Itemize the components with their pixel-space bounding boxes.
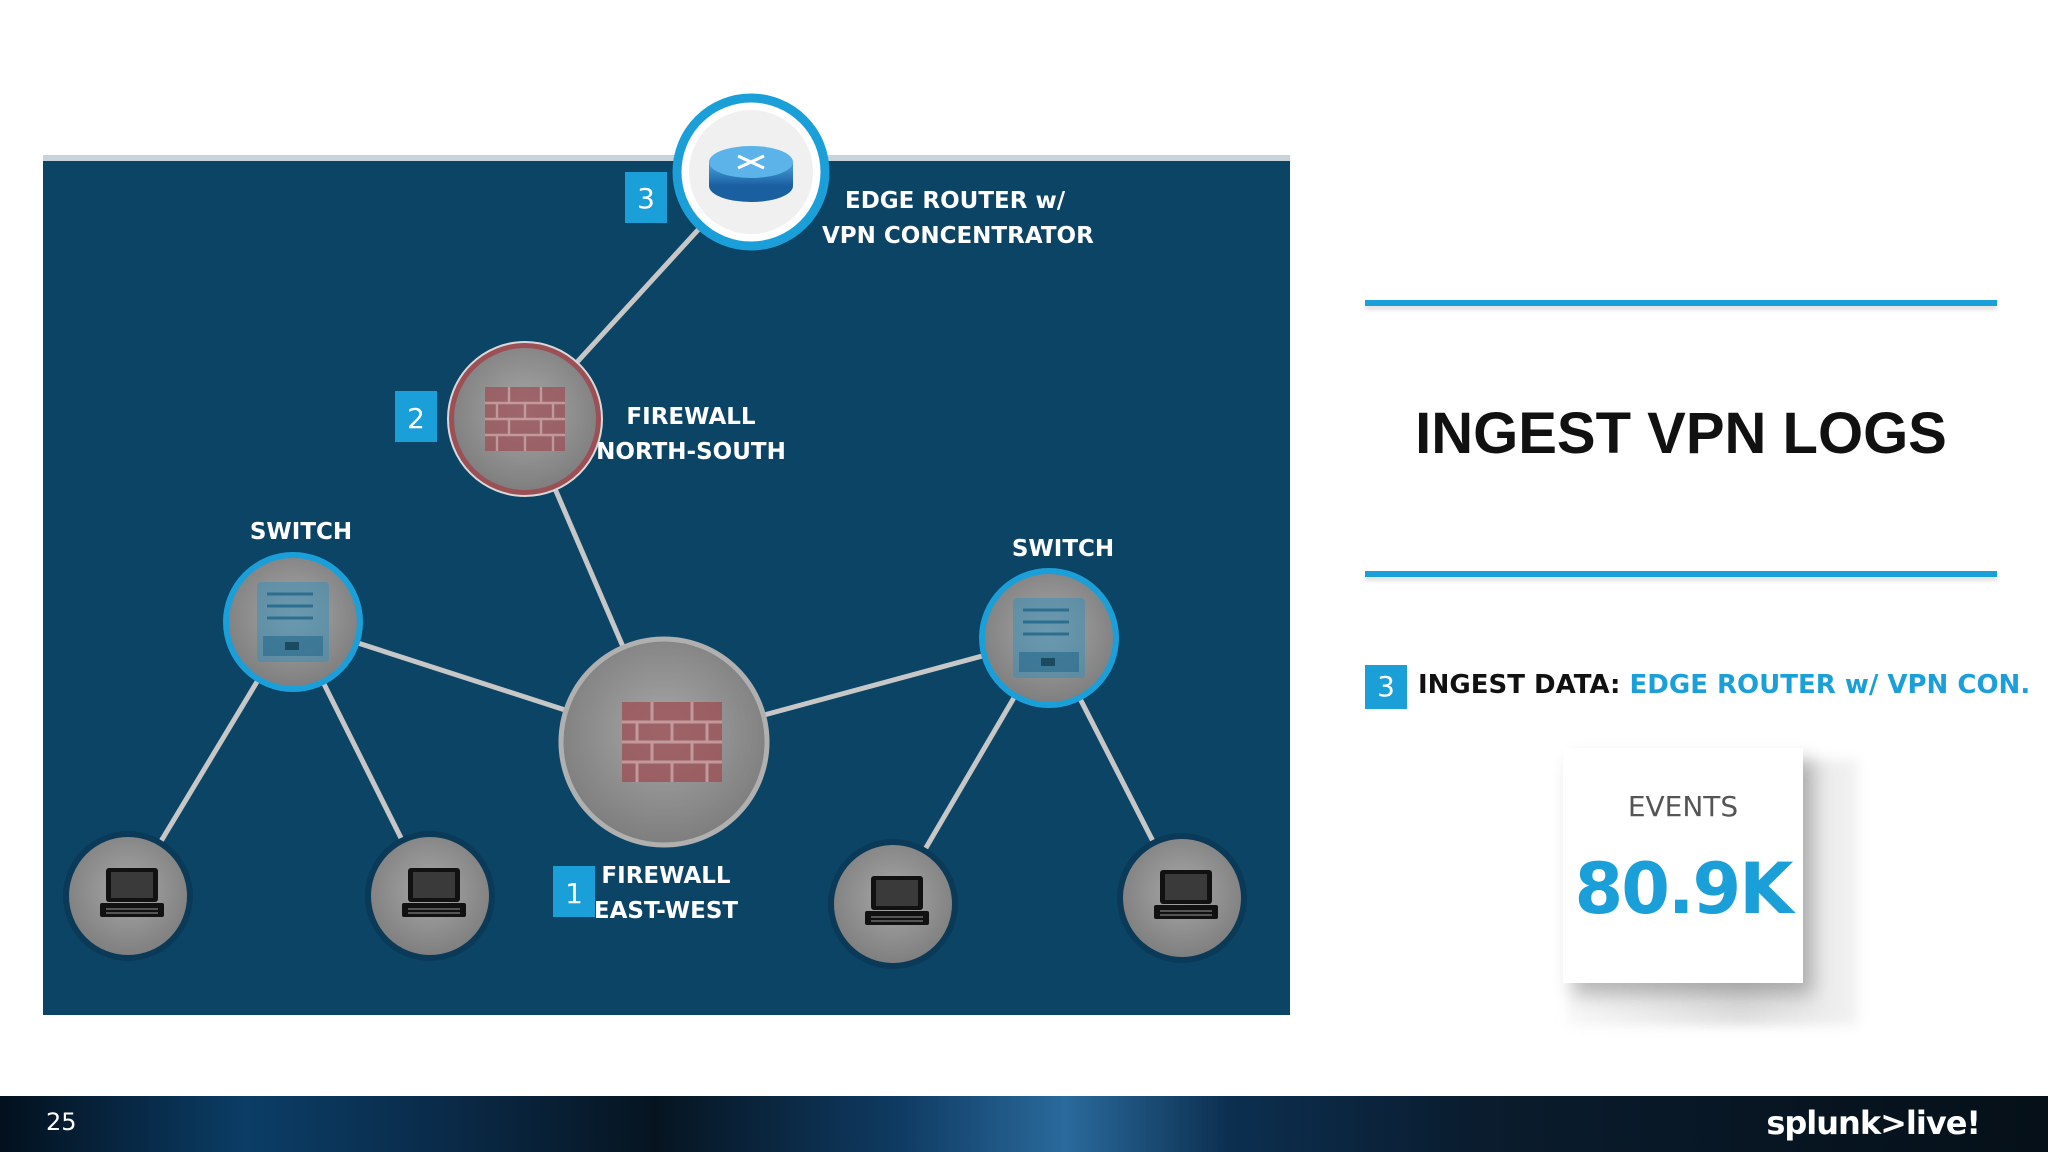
ingest-data-prefix: INGEST DATA:: [1418, 670, 1630, 700]
events-label: EVENTS: [1627, 790, 1739, 823]
ingest-data-line: INGEST DATA: EDGE ROUTER w/ VPN CON.: [1418, 670, 2030, 700]
network-diagram: 3 EDGE ROUTER w/ VPN CONCENTRATOR 2 FIRE…: [43, 93, 1290, 1015]
laptop-node-4[interactable]: [1117, 833, 1247, 963]
events-value: 80.9K: [1574, 848, 1794, 930]
laptop-node-2[interactable]: [365, 831, 495, 961]
firewall-north-south-node[interactable]: [447, 341, 603, 497]
title-rule-top: [1365, 300, 1997, 306]
step-badge-fw-ew: [553, 866, 595, 917]
brick-wall-icon: [483, 385, 567, 453]
switch-left-node[interactable]: [223, 552, 363, 692]
ingest-data-source: EDGE ROUTER w/ VPN CON.: [1629, 670, 2031, 700]
fw-ew-label-line2: EAST-WEST: [594, 898, 739, 924]
page-number: 25: [46, 1108, 77, 1136]
router-label-line1: EDGE ROUTER w/: [845, 188, 1066, 214]
laptop-icon: [1153, 869, 1219, 920]
title-rule-bottom: [1365, 571, 1997, 577]
ingest-step-badge: 3: [1365, 665, 1407, 709]
brick-wall-icon: [620, 700, 724, 784]
laptop-icon: [401, 867, 467, 918]
laptop-icon: [864, 875, 930, 926]
edge-router-node[interactable]: [672, 93, 830, 251]
switch-right-node[interactable]: [979, 568, 1119, 708]
switch-right-label: SWITCH: [1012, 536, 1114, 562]
switch-left-label: SWITCH: [250, 519, 352, 545]
firewall-east-west-node[interactable]: [558, 636, 770, 848]
router-label-line2: VPN CONCENTRATOR: [822, 223, 1094, 249]
step-badge-router-text: 3: [637, 182, 655, 215]
laptop-node-3[interactable]: [828, 839, 958, 969]
router-icon: [709, 146, 793, 202]
fw-ns-label-line2: NORTH-SOUTH: [596, 439, 786, 465]
switch-icon: [255, 580, 331, 664]
laptop-node-1[interactable]: [63, 831, 193, 961]
footer-bar: 25 splunk>live!: [0, 1096, 2048, 1152]
step-badge-fw-ew-text: 1: [565, 877, 583, 910]
events-card: EVENTS 80.9K: [1563, 748, 1803, 983]
step-badge-router: [625, 172, 667, 223]
step-badge-fw-ns-text: 2: [407, 402, 425, 435]
step-badge-fw-ns: [395, 391, 437, 442]
slide-title: INGEST VPN LOGS: [1415, 401, 1947, 466]
fw-ns-label-line1: FIREWALL: [626, 404, 755, 430]
laptop-icon: [99, 867, 165, 918]
switch-icon: [1011, 596, 1087, 680]
splunk-live-logo: splunk>live!: [1766, 1104, 1981, 1142]
fw-ew-label-line1: FIREWALL: [601, 863, 730, 889]
diagram-top-edge: [43, 155, 1290, 161]
